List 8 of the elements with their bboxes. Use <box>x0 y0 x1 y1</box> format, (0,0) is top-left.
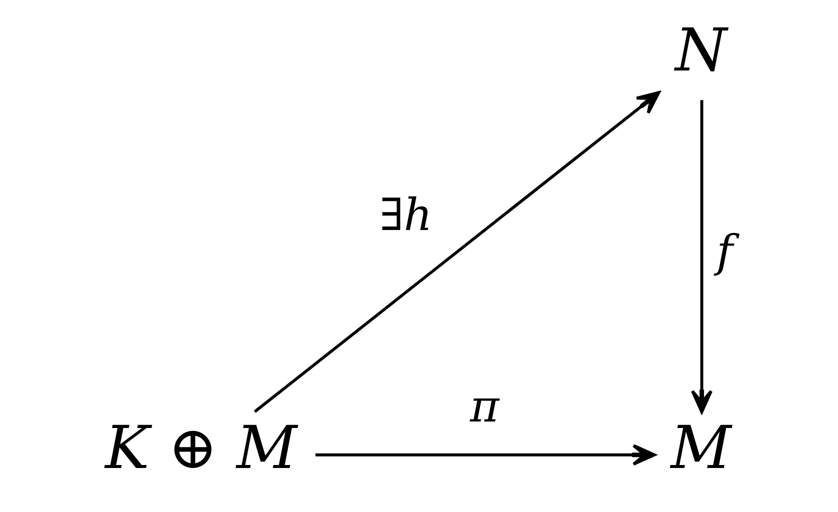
edge-label: π <box>470 382 500 433</box>
node-text: K ⊕ M <box>105 413 298 482</box>
node-text: N <box>675 15 727 84</box>
node-text: M <box>670 413 732 482</box>
edge-label: ∃h <box>380 190 432 241</box>
arrow <box>315 444 656 466</box>
arrow <box>690 100 713 414</box>
arrow <box>254 91 660 413</box>
